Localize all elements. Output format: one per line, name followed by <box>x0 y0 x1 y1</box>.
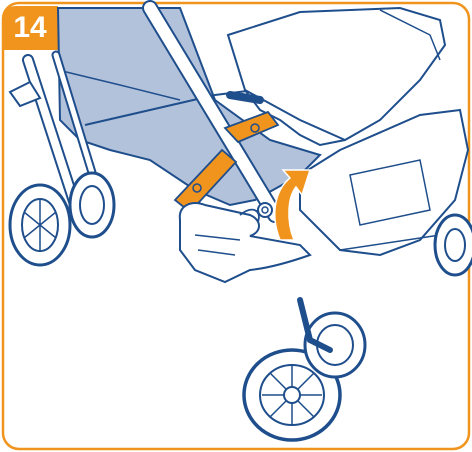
arrow-body <box>274 169 312 241</box>
wheel-spokes <box>23 199 57 251</box>
canopy-seam <box>379 9 441 61</box>
step-badge-shape <box>3 6 58 50</box>
hand-finger-line-1 <box>194 234 241 241</box>
frame-tube-cross <box>226 91 264 104</box>
wheel-left-back <box>8 183 72 267</box>
hand-shape <box>178 202 312 284</box>
frame-bolt <box>257 202 273 218</box>
wheel-right <box>433 213 472 277</box>
wheel-rim <box>444 228 466 262</box>
hand <box>178 202 312 284</box>
step-number: 14 <box>13 11 47 44</box>
stroller-seat <box>56 7 322 207</box>
right-body-shape <box>299 108 470 257</box>
curved-arrow-up-icon <box>274 169 312 241</box>
seat-fold-line <box>57 69 181 101</box>
wheel-hub <box>283 386 301 404</box>
wheel-bottom-front <box>242 348 342 442</box>
wheel-rim <box>79 185 105 225</box>
wheel-fork <box>297 297 333 353</box>
bolt-inner <box>261 206 269 214</box>
stroller-canopy <box>226 6 447 147</box>
wheel-tyre <box>68 171 116 239</box>
wheel-tyre <box>303 311 367 379</box>
wheel-tyre <box>433 213 472 277</box>
wheel-bottom-back <box>303 311 367 379</box>
frame-tube-main-inner <box>144 2 281 221</box>
strap-rivet-upper <box>250 123 260 133</box>
strap-rivet-lower <box>192 183 202 193</box>
bolt-outer <box>257 202 273 218</box>
wheel-left-front <box>68 171 116 239</box>
hand-thumb <box>239 208 260 223</box>
stroller-handle-left <box>8 80 42 108</box>
right-body-panel <box>349 159 431 226</box>
hand-finger-line-2 <box>197 249 236 256</box>
stroller-body-right <box>299 108 470 257</box>
